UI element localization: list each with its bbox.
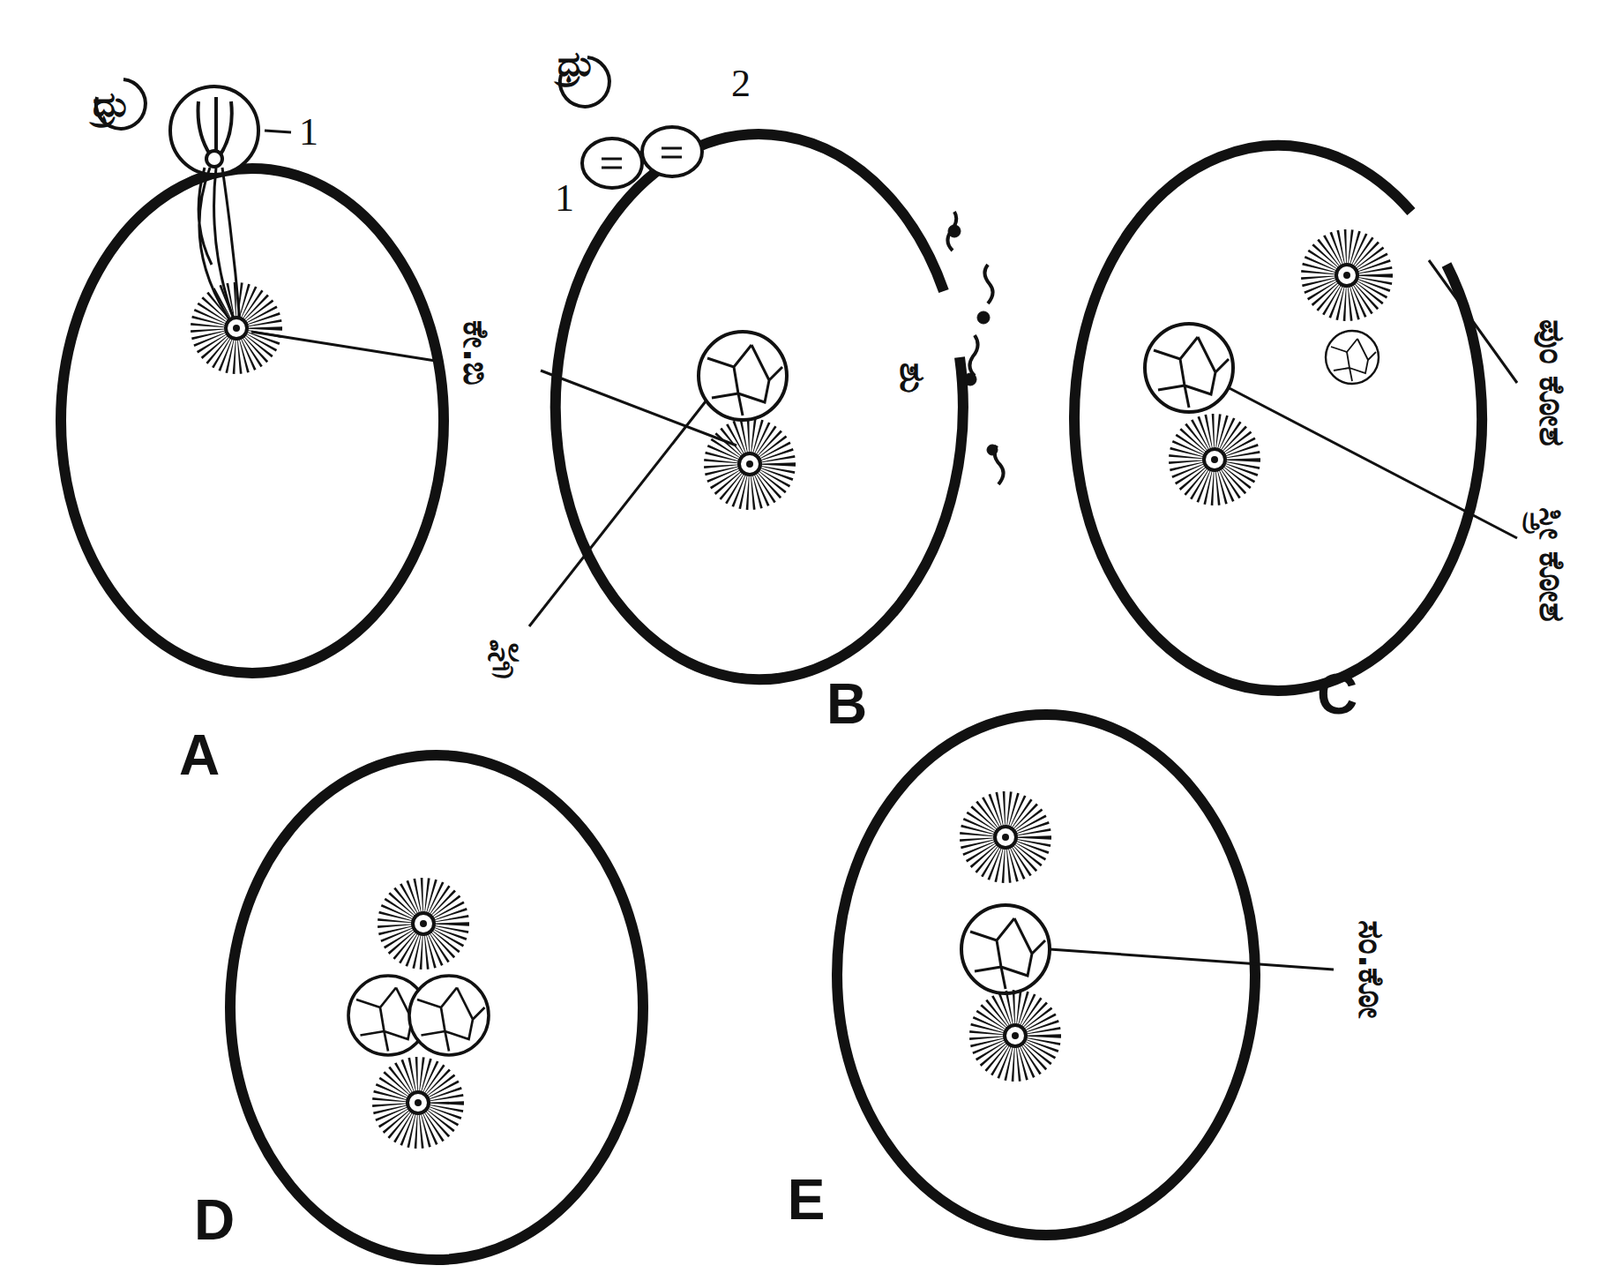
panel-letter: D [194, 1191, 235, 1249]
panel-letter: A [179, 726, 220, 784]
male-nucleus-label: ಪುಂ ಕೋಶ [1534, 319, 1571, 448]
polar-body-label: ಧ್ರು [92, 86, 129, 122]
female-label: ಸ್ತ್ರೀ [486, 630, 520, 666]
callout-number: 2 [731, 64, 751, 104]
panel-letter: E [787, 1171, 826, 1228]
female-nucleus-label: ಸ್ತ್ರೀ ಕೋಶ [1534, 507, 1571, 623]
centrosome-label: ಕೇ.ಬಿ [458, 320, 494, 386]
sperm-label: ಶು [895, 362, 931, 394]
callout-number: 1 [299, 112, 319, 152]
callout-number: 1 [554, 179, 575, 218]
polar-body-label: ಧ್ರು [557, 45, 594, 82]
fusion-nucleus-label: ಸಂ.ಕೋ [1353, 919, 1390, 1019]
panel-letter: B [826, 675, 868, 733]
panel-letter: C [1316, 665, 1358, 723]
